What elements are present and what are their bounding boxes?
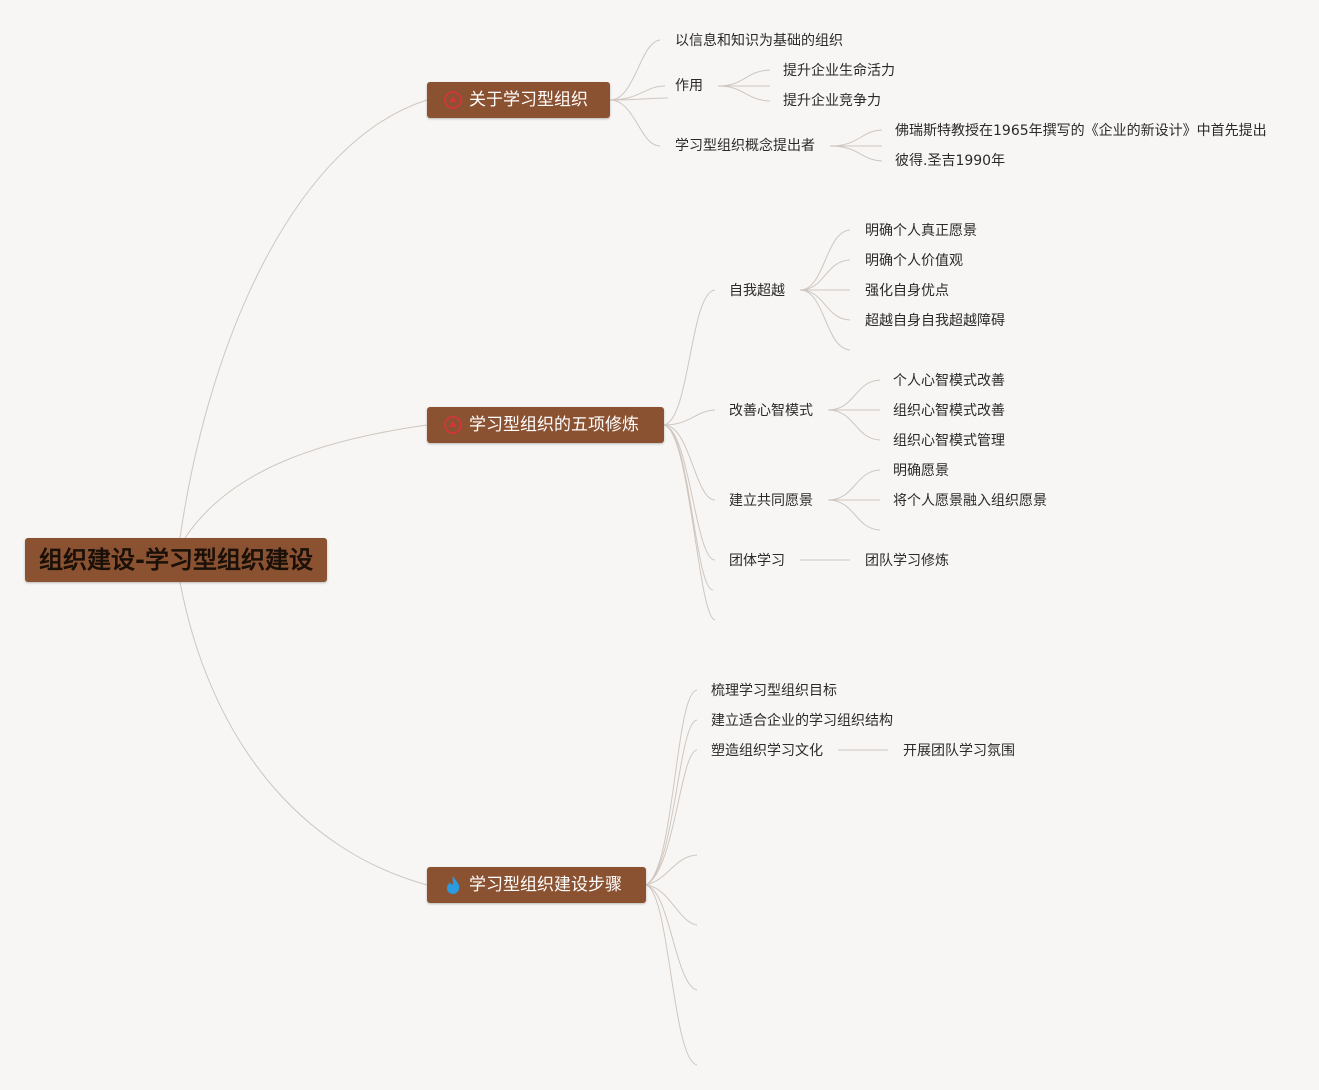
- topic-build-structure[interactable]: 建立适合企业的学习组织结构: [711, 713, 893, 729]
- topic-team-atmosphere[interactable]: 开展团队学习氛围: [903, 743, 1015, 759]
- branch-about-learning-org[interactable]: 关于学习型组织: [427, 82, 610, 118]
- topic-concept-originator[interactable]: 学习型组织概念提出者: [675, 138, 815, 154]
- topic-role[interactable]: 作用: [675, 78, 703, 94]
- connector-b2-c3: [663, 424, 716, 501]
- connector-jlgt-1: [827, 469, 881, 501]
- topic-mastery-obstacles[interactable]: 超越自身自我超越障碍: [865, 313, 1005, 329]
- connector-b2-c5: [663, 424, 714, 591]
- topic-sort-goals[interactable]: 梳理学习型组织目标: [711, 683, 837, 699]
- topic-team-learning-practice[interactable]: 团队学习修炼: [865, 553, 949, 569]
- connector-b2-c4: [663, 424, 716, 561]
- connector-root-branch2: [184, 424, 428, 539]
- topic-shared-vision[interactable]: 建立共同愿景: [729, 493, 813, 509]
- connector-zwcy-5: [799, 289, 851, 351]
- connector-zuoyong-2: [717, 85, 771, 102]
- connector-tichu-1: [829, 129, 883, 147]
- connector-tichu-2: [829, 145, 883, 162]
- connector-zwcy-2: [799, 259, 851, 291]
- red-circle-icon: [443, 90, 463, 110]
- topic-shape-culture[interactable]: 塑造组织学习文化: [711, 743, 823, 759]
- topic-vision-merge[interactable]: 将个人愿景融入组织愿景: [893, 493, 1047, 509]
- topic-mastery-values[interactable]: 明确个人价值观: [865, 253, 963, 269]
- topic-team-learning[interactable]: 团体学习: [729, 553, 785, 569]
- connector-b1-c4: [609, 97, 669, 101]
- branch-label: 学习型组织建设步骤: [469, 875, 622, 895]
- connector-b3-c5: [645, 884, 698, 926]
- connector-gsxz-3: [827, 409, 881, 441]
- connector-zuoyong-1: [717, 69, 771, 87]
- root-node[interactable]: 组织建设-学习型组织建设: [25, 538, 327, 582]
- topic-vision-clarify[interactable]: 明确愿景: [893, 463, 949, 479]
- connector-b3-c1: [645, 689, 698, 886]
- topic-originator-senge[interactable]: 彼得.圣吉1990年: [895, 153, 1006, 169]
- branch-label: 关于学习型组织: [469, 90, 588, 110]
- connector-b3-c2: [645, 719, 698, 886]
- connector-gsxz-1: [827, 379, 881, 411]
- connector-b2-c1: [663, 289, 716, 426]
- connector-b3-c7: [645, 884, 698, 1066]
- branch-five-disciplines[interactable]: 学习型组织的五项修炼: [427, 407, 664, 443]
- connector-b1-c1: [609, 39, 661, 101]
- connector-b3-c3: [645, 749, 698, 886]
- topic-role-competitiveness[interactable]: 提升企业竞争力: [783, 93, 881, 109]
- topic-originator-forrester[interactable]: 佛瑞斯特教授在1965年撰写的《企业的新设计》中首先提出: [895, 123, 1267, 139]
- connector-zwcy-4: [799, 289, 851, 321]
- topic-personal-mastery[interactable]: 自我超越: [729, 283, 785, 299]
- connector-jlgt-3: [827, 499, 881, 531]
- connector-zwcy-1: [799, 229, 851, 291]
- topic-mental-org-improve[interactable]: 组织心智模式改善: [893, 403, 1005, 419]
- topic-mental-org-manage[interactable]: 组织心智模式管理: [893, 433, 1005, 449]
- topic-mastery-vision[interactable]: 明确个人真正愿景: [865, 223, 977, 239]
- connector-b3-c6: [645, 884, 698, 991]
- red-circle-icon: [443, 415, 463, 435]
- topic-mental-models[interactable]: 改善心智模式: [729, 403, 813, 419]
- connector-root-branch3: [179, 581, 428, 886]
- branch-label: 学习型组织的五项修炼: [469, 415, 639, 435]
- topic-mental-personal[interactable]: 个人心智模式改善: [893, 373, 1005, 389]
- connector-b2-c2: [663, 409, 716, 426]
- connector-b3-c4: [645, 854, 698, 886]
- topic-knowledge-based-org[interactable]: 以信息和知识为基础的组织: [675, 33, 843, 49]
- blue-flame-icon: [443, 875, 463, 895]
- topic-mastery-strengths[interactable]: 强化自身优点: [865, 283, 949, 299]
- connector-b1-c3: [609, 99, 661, 147]
- connector-root-branch1: [179, 99, 428, 539]
- connector-b2-c6: [663, 424, 716, 621]
- root-label: 组织建设-学习型组织建设: [39, 546, 313, 574]
- branch-build-steps[interactable]: 学习型组织建设步骤: [427, 867, 646, 903]
- topic-role-vitality[interactable]: 提升企业生命活力: [783, 63, 895, 79]
